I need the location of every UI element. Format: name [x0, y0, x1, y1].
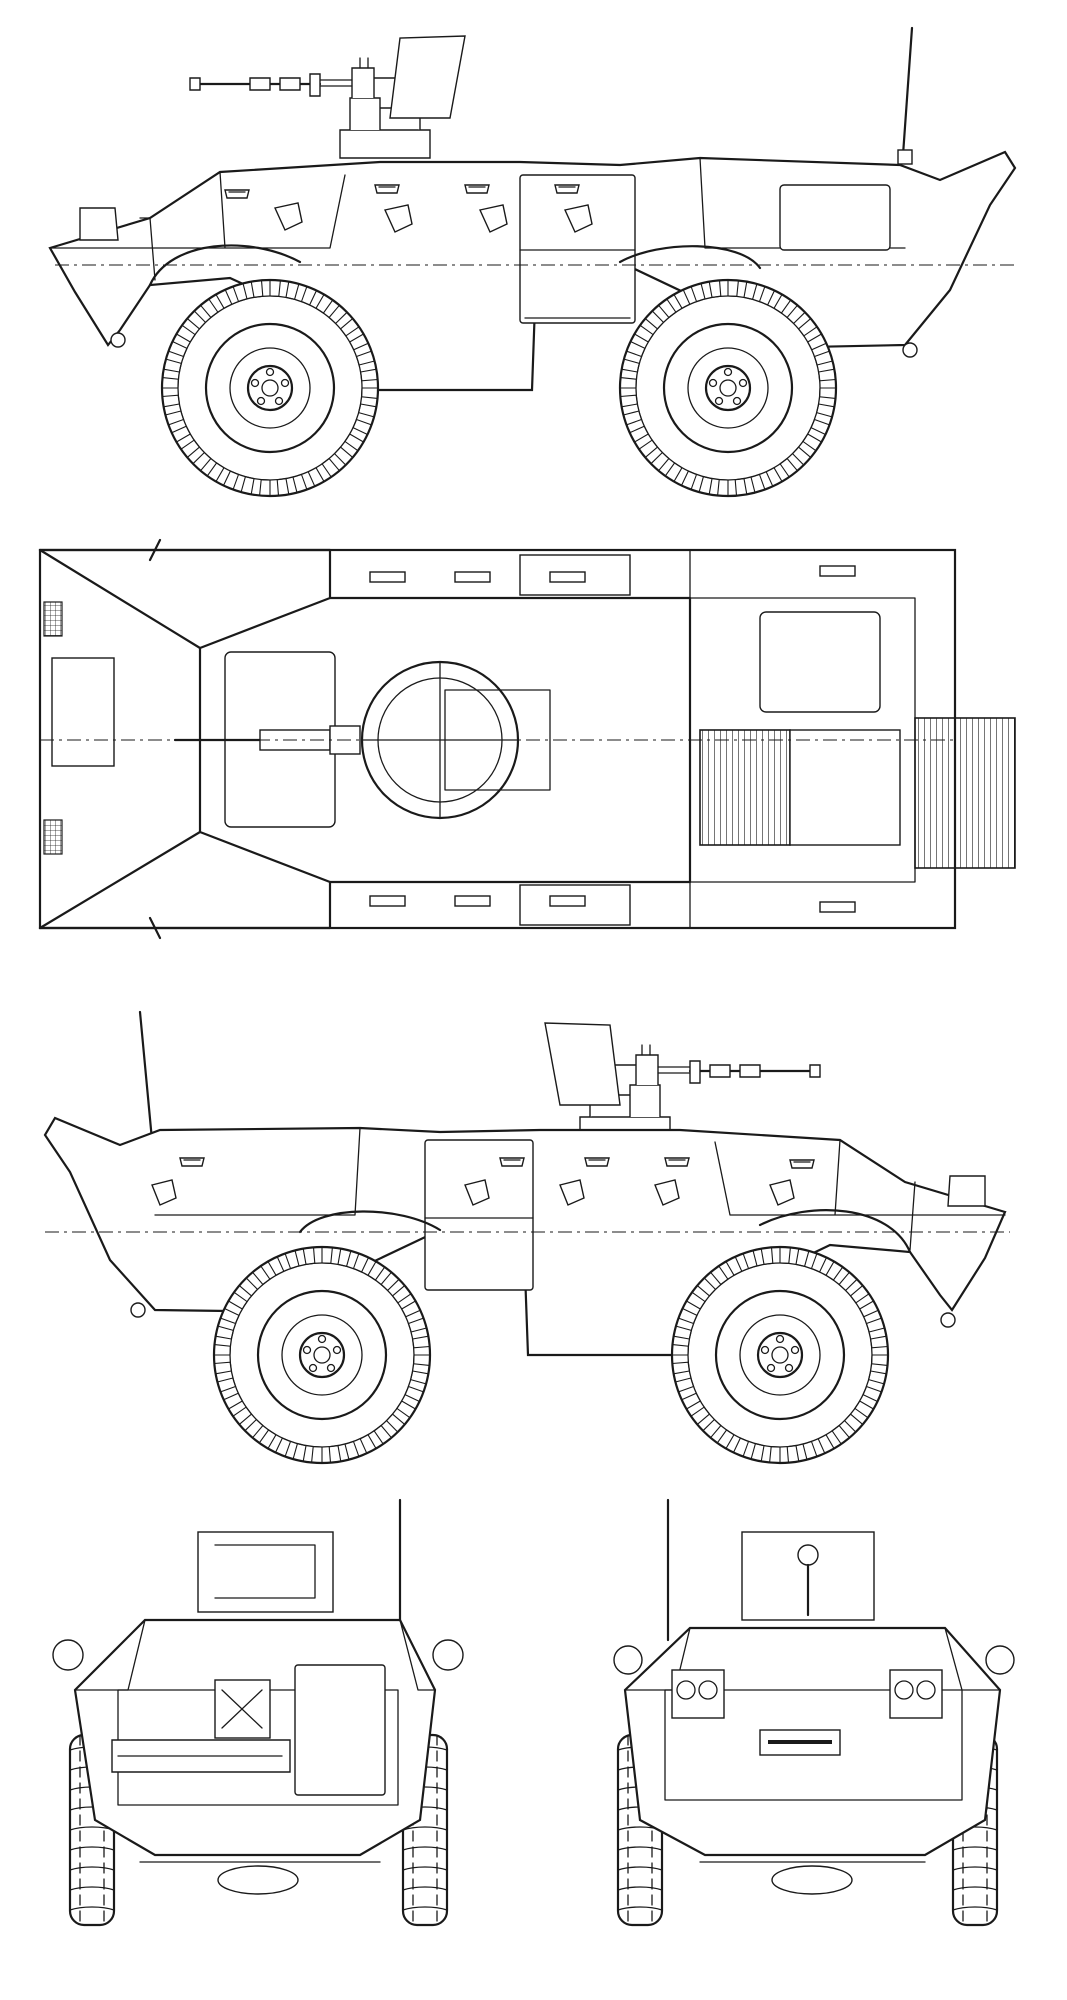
side-door [519, 174, 636, 324]
rear-louver [914, 717, 1016, 869]
engine-access-hatch [759, 611, 881, 713]
side-door-right [424, 1139, 534, 1291]
engine-grille [699, 729, 791, 846]
right-side-view [43, 1010, 1010, 1465]
rear-hatch-panel [779, 184, 891, 251]
rear-turret-shield [197, 1531, 334, 1613]
front-wheel [160, 278, 380, 498]
top-view [38, 538, 1016, 940]
left-headlight-guard [671, 1669, 725, 1719]
left-side-view [48, 26, 1017, 498]
antenna-right [138, 1010, 154, 1142]
weapon-station-right [543, 1021, 822, 1147]
driver-hatch [51, 657, 115, 767]
right-headlight-guard [889, 1669, 943, 1719]
rear-wheel-right [670, 1245, 890, 1465]
antenna [901, 26, 914, 157]
rear-view [52, 1498, 464, 1927]
front-wheel-right [212, 1245, 432, 1465]
front-view [613, 1498, 1015, 1927]
rear-wheel [618, 278, 838, 498]
weapon-station [188, 34, 467, 160]
rear-door [294, 1664, 386, 1796]
